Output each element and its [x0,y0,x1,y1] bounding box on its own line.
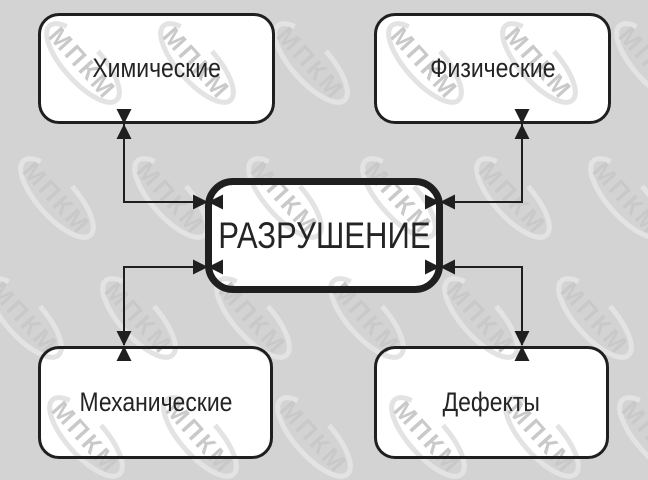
node-center-label: РАЗРУШЕНИЕ [217,214,431,256]
node-top-right: Физические [374,13,611,124]
node-top-left: Химические [38,13,275,124]
node-bottom-left-label: Механические [79,387,232,417]
node-top-right-label: Физические [429,53,556,83]
node-bottom-left: Механические [38,346,273,459]
node-center: РАЗРУШЕНИЕ [205,178,443,293]
node-bottom-right-label: Дефекты [442,387,541,417]
node-bottom-right: Дефекты [374,346,609,459]
node-top-left-label: Химические [92,53,221,83]
